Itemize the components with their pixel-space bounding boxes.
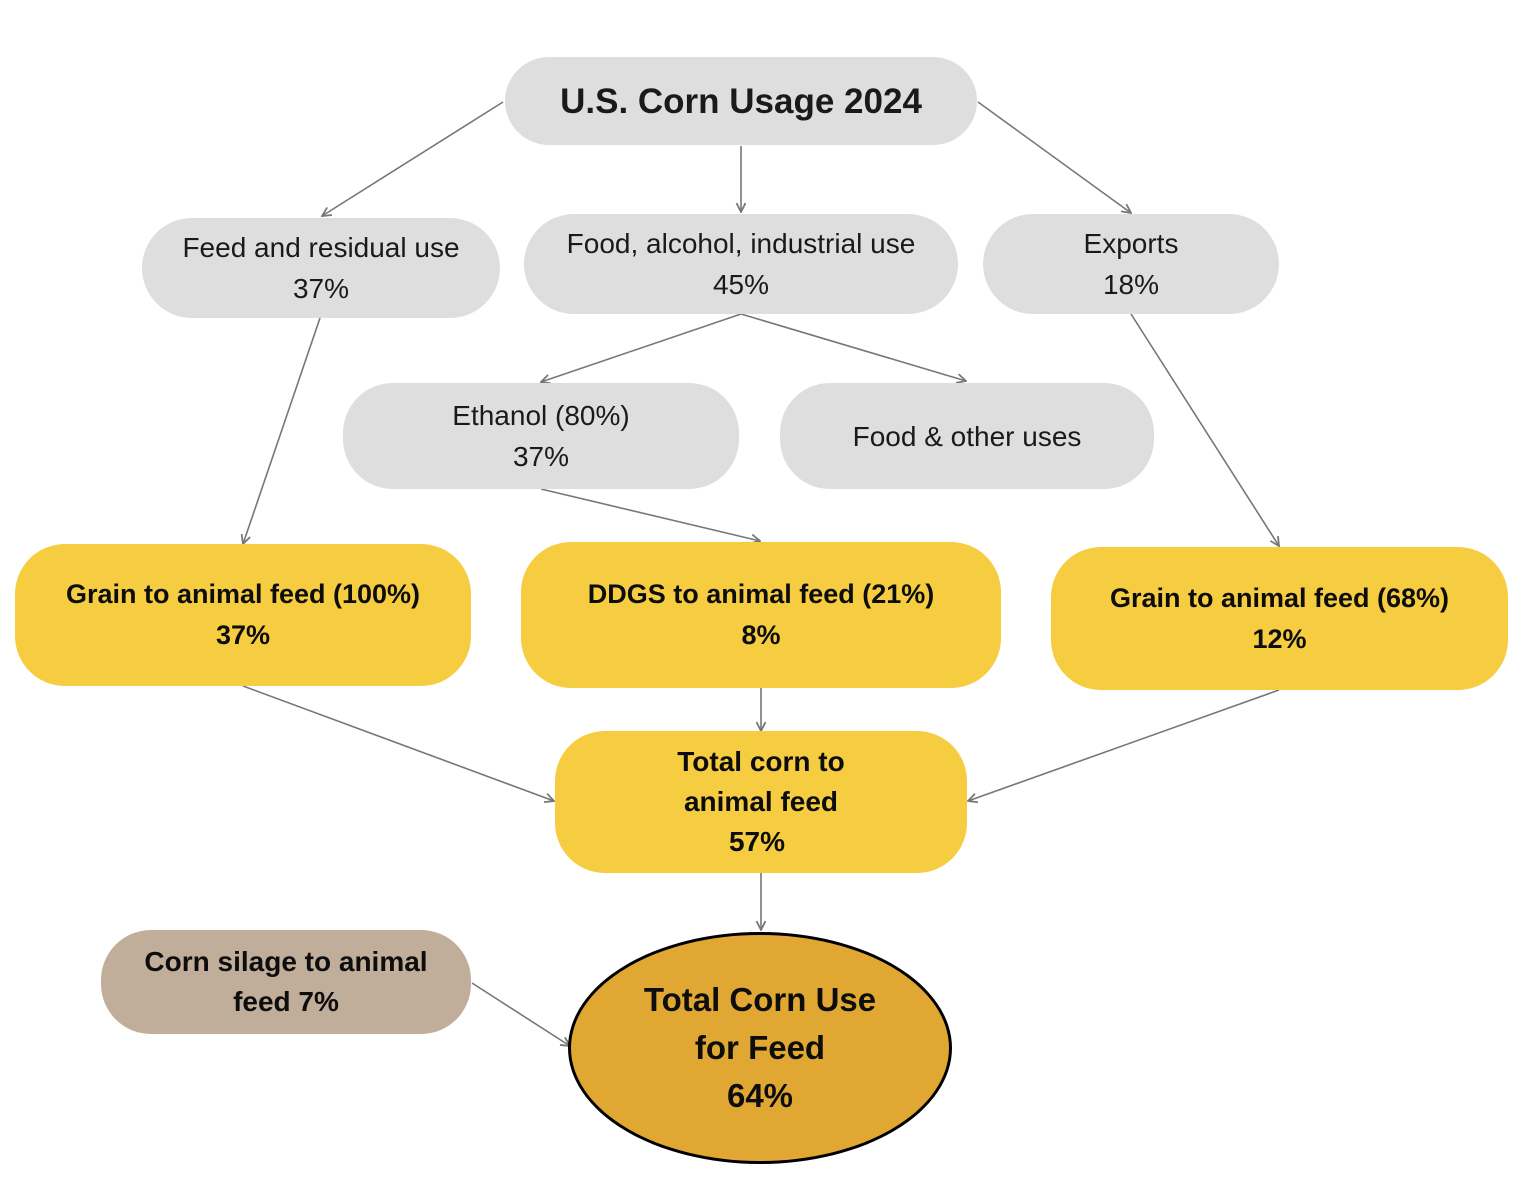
node-value: 18%	[1102, 269, 1160, 300]
node-value: 37%	[215, 620, 271, 650]
edge-ethanol-to-ddgs	[540, 488, 760, 541]
edge-grain-100-to-total	[242, 685, 554, 801]
node-exports: Exports 18%	[983, 214, 1279, 314]
node-label: Food, alcohol, industrial use	[566, 228, 916, 259]
edge-food-alcohol-to-food-other	[740, 313, 966, 381]
edge-title-to-feed-residual	[322, 101, 504, 216]
node-food-other: Food & other uses	[780, 383, 1154, 489]
title-node: U.S. Corn Usage 2024	[505, 57, 977, 145]
diagram-title: U.S. Corn Usage 2024	[560, 81, 922, 121]
node-ethanol: Ethanol (80%) 37%	[343, 383, 739, 489]
node-corn-silage: Corn silage to animal feed 7%	[101, 930, 471, 1034]
node-value: 37%	[292, 273, 350, 304]
node-value: 64%	[726, 1077, 794, 1114]
node-feed-residual: Feed and residual use 37%	[142, 218, 500, 318]
edge-title-to-exports	[977, 101, 1131, 213]
edge-exports-to-grain-68	[1130, 313, 1279, 546]
node-total-corn-feed: Total corn to animal feed 57%	[555, 731, 967, 873]
node-value: 45%	[712, 269, 770, 300]
node-value: 37%	[512, 441, 570, 472]
node-value: 57%	[728, 826, 786, 857]
node-total-use-feed: Total Corn Use for Feed 64%	[568, 932, 952, 1164]
node-value: 8%	[741, 620, 781, 650]
node-label: DDGS to animal feed (21%)	[587, 579, 935, 609]
node-label: Grain to animal feed (100%)	[65, 579, 421, 609]
node-label: Feed and residual use	[182, 232, 460, 263]
node-label: Exports	[1083, 228, 1179, 259]
node-ddgs-feed: DDGS to animal feed (21%) 8%	[521, 542, 1001, 688]
edge-feed-residual-to-grain-100	[243, 317, 321, 544]
node-grain-feed-100: Grain to animal feed (100%) 37%	[15, 544, 471, 686]
node-food-alcohol-industrial: Food, alcohol, industrial use 45%	[524, 214, 958, 314]
node-value: 12%	[1252, 623, 1307, 654]
node-label: Ethanol (80%)	[452, 400, 630, 431]
node-label-line1: Total corn to	[677, 746, 845, 777]
node-label: Grain to animal feed (68%)	[1109, 582, 1450, 613]
node-grain-feed-68: Grain to animal feed (68%) 12%	[1051, 547, 1508, 690]
edge-food-alcohol-to-ethanol	[541, 313, 742, 382]
node-label-line1: Corn silage to animal	[144, 946, 428, 977]
node-label-line1: Total Corn Use	[643, 981, 877, 1018]
node-label-line2: animal feed	[683, 786, 839, 817]
node-label-line2: for Feed	[694, 1029, 826, 1066]
node-label-line2: feed 7%	[233, 986, 339, 1017]
edge-grain-68-to-total	[968, 689, 1280, 801]
node-label: Food & other uses	[852, 420, 1082, 452]
edge-silage-to-final	[471, 982, 570, 1046]
